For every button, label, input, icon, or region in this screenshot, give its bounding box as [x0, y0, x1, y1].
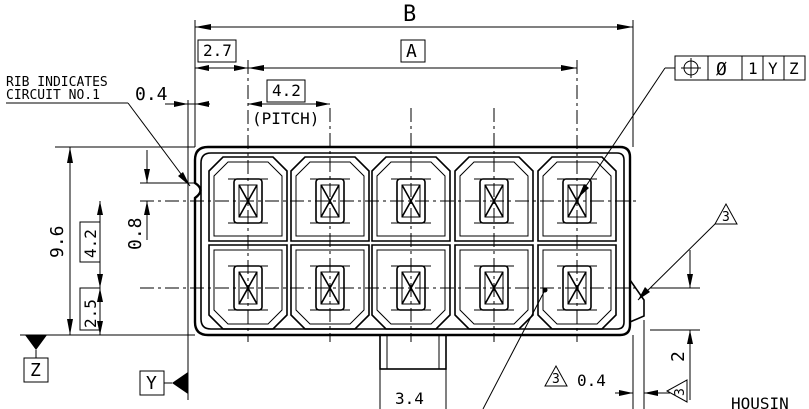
rev-flag-side-label: 3	[673, 388, 688, 396]
housing-leader: HOUSIN	[482, 287, 789, 409]
cavity-grid	[208, 156, 617, 330]
dim-pitch-label: (PITCH)	[252, 109, 319, 128]
dimension-4-2-vertical: 4.2	[79, 201, 103, 288]
dimension-pitch: 4.2 (PITCH)	[248, 79, 330, 128]
dimension-B: B	[194, 2, 634, 147]
dim-2-7-label: 2.7	[203, 41, 232, 60]
dim-0-4-side-label: 0.4	[577, 371, 606, 390]
datum-y-label: Y	[146, 373, 157, 394]
dim-2-5-label: 2.5	[81, 299, 100, 328]
dim-3-4-label: 3.4	[395, 389, 424, 408]
rev-flag-bottom-label: 3	[552, 372, 560, 387]
datum-z-label: Z	[30, 360, 41, 381]
rib-note: RIB INDICATES CIRCUIT NO.1	[6, 75, 191, 187]
dim-2-label: 2	[668, 351, 689, 362]
rev-flag-bottom: 3 0.4	[544, 364, 670, 396]
rev-flag-top-label: 3	[722, 210, 730, 225]
rev-flag-top: 3	[637, 202, 738, 301]
dimension-0-4-top: 0.4	[135, 84, 210, 180]
dimension-3-4: 3.4	[379, 369, 447, 409]
dim-0-8-label: 0.8	[125, 217, 146, 250]
latch-tab	[379, 334, 447, 370]
center-lines	[140, 60, 640, 342]
dimension-2-7: 2.7	[195, 39, 248, 71]
rev-flag-side: 3	[665, 379, 688, 403]
fcf-datum-2: Z	[789, 59, 799, 78]
fcf-tolerance: 1	[748, 59, 758, 78]
dim-B-label: B	[403, 2, 416, 27]
dim-4-2-vertical-label: 4.2	[81, 229, 100, 258]
dim-0-4-top-label: 0.4	[135, 84, 168, 105]
dimension-2-5: 2.5	[79, 287, 103, 335]
fcf-diameter: Ø	[716, 59, 727, 80]
dim-pitch-value: 4.2	[272, 81, 301, 100]
dimension-9-6: 9.6	[20, 146, 195, 336]
dimension-0-8: 0.8	[125, 150, 195, 250]
side-dimensions: 2	[632, 250, 700, 409]
housing-label: HOUSIN	[731, 394, 789, 409]
fcf-datum-1: Y	[768, 59, 778, 78]
dim-A-label: A	[406, 41, 417, 62]
dim-9-6-label: 9.6	[47, 225, 68, 258]
rib-note-line1: RIB INDICATES	[6, 75, 108, 90]
datum-z: Z	[23, 335, 49, 383]
datum-y: Y	[139, 180, 189, 400]
feature-control-frame: Ø 1 Y Z	[577, 55, 806, 199]
rib-note-line2: CIRCUIT NO.1	[6, 88, 100, 103]
dimension-A: A	[248, 39, 577, 71]
